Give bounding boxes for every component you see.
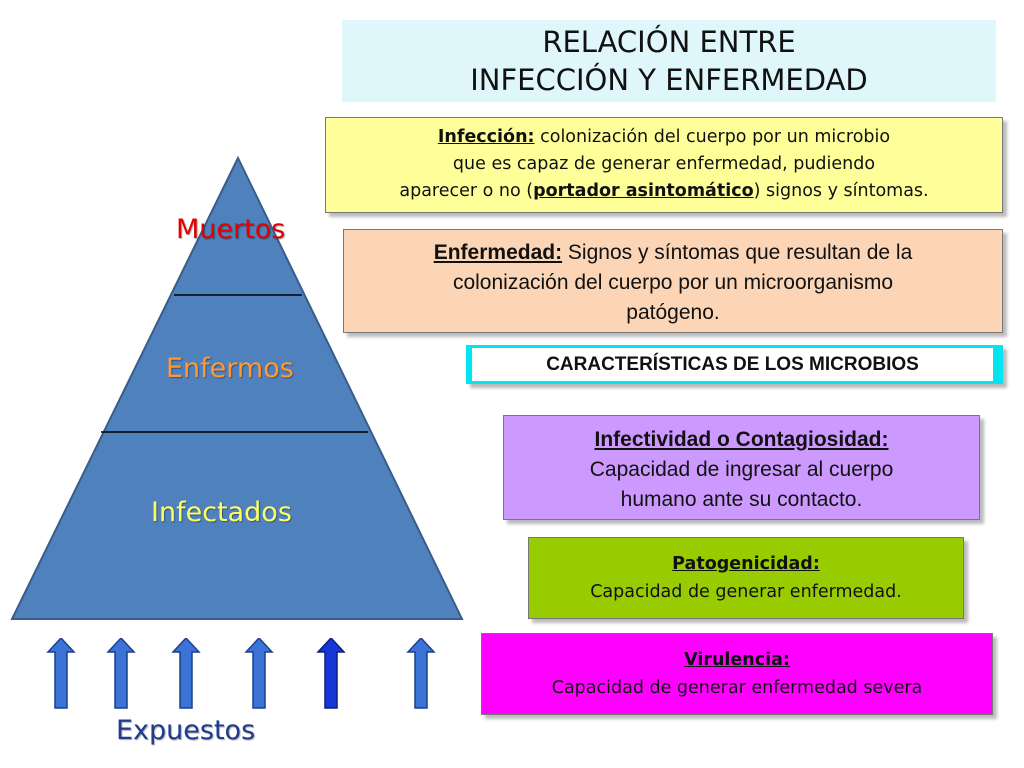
up-arrow-icon: [316, 638, 346, 709]
infeccion-line-3: aparecer o no (portador asintomático) si…: [326, 178, 1002, 205]
caracteristicas-header: CARACTERÍSTICAS DE LOS MICROBIOS: [466, 345, 1003, 384]
up-arrow-icon: [244, 638, 274, 709]
pyramid-shape: [10, 155, 464, 620]
diagram-title: RELACIÓN ENTRE INFECCIÓN Y ENFERMEDAD: [342, 20, 996, 102]
title-line-1: RELACIÓN ENTRE: [542, 25, 796, 59]
infeccion-line-1-text: colonización del cuerpo por un microbio: [534, 127, 891, 147]
infeccion-term: Infección:: [437, 127, 535, 147]
title-line-2: INFECCIÓN Y ENFERMEDAD: [470, 63, 868, 97]
infectividad-term: Infectividad o Contagiosidad:: [594, 428, 889, 451]
infectividad-line-1: Capacidad de ingresar al cuerpo: [589, 458, 894, 481]
infectividad-line-2: humano ante su contacto.: [620, 488, 863, 511]
virulencia-box: Virulencia: Capacidad de generar enferme…: [481, 633, 993, 715]
up-arrow-icon: [171, 638, 201, 709]
pyramid-diagram: [10, 155, 464, 620]
patogenicidad-line-1: Capacidad de generar enfermedad.: [590, 582, 902, 602]
virulencia-term: Virulencia:: [684, 650, 790, 670]
up-arrow-icon: [106, 638, 136, 709]
enfermedad-line-1-text: Signos y síntomas que resultan de la: [562, 241, 913, 264]
patogenicidad-box: Patogenicidad: Capacidad de generar enfe…: [528, 537, 964, 619]
infeccion-line-1: Infección: colonización del cuerpo por u…: [326, 124, 1002, 151]
infectividad-box: Infectividad o Contagiosidad: Capacidad …: [503, 415, 980, 520]
infeccion-line-2: que es capaz de generar enfermedad, pudi…: [452, 154, 876, 174]
enfermedad-line-2: colonización del cuerpo por un microorga…: [452, 271, 894, 294]
exposure-arrows: [46, 638, 436, 709]
pyramid-level-infectados: Infectados: [151, 497, 292, 528]
up-arrow-icon: [406, 638, 436, 709]
up-arrow-icon: [46, 638, 76, 709]
pyramid-level-muertos: Muertos: [176, 214, 286, 245]
patogenicidad-term: Patogenicidad:: [672, 554, 820, 574]
expuestos-label: Expuestos: [116, 715, 256, 746]
infeccion-line-3-post: ) signos y síntomas.: [753, 181, 929, 201]
enfermedad-definition-box: Enfermedad: Signos y síntomas que result…: [343, 229, 1003, 333]
enfermedad-term: Enfermedad:: [433, 241, 563, 264]
virulencia-line-1: Capacidad de generar enfermedad severa: [551, 678, 923, 698]
portador-asintomatico-term: portador asintomático: [533, 181, 754, 201]
pyramid-level-enfermos: Enfermos: [166, 353, 294, 384]
infeccion-definition-box: Infección: colonización del cuerpo por u…: [325, 117, 1003, 213]
infeccion-line-3-pre: aparecer o no (: [399, 181, 534, 201]
enfermedad-line-3: patógeno.: [626, 301, 720, 324]
caracteristicas-header-text: CARACTERÍSTICAS DE LOS MICROBIOS: [472, 348, 993, 381]
enfermedad-line-1: Enfermedad: Signos y síntomas que result…: [344, 238, 1002, 268]
